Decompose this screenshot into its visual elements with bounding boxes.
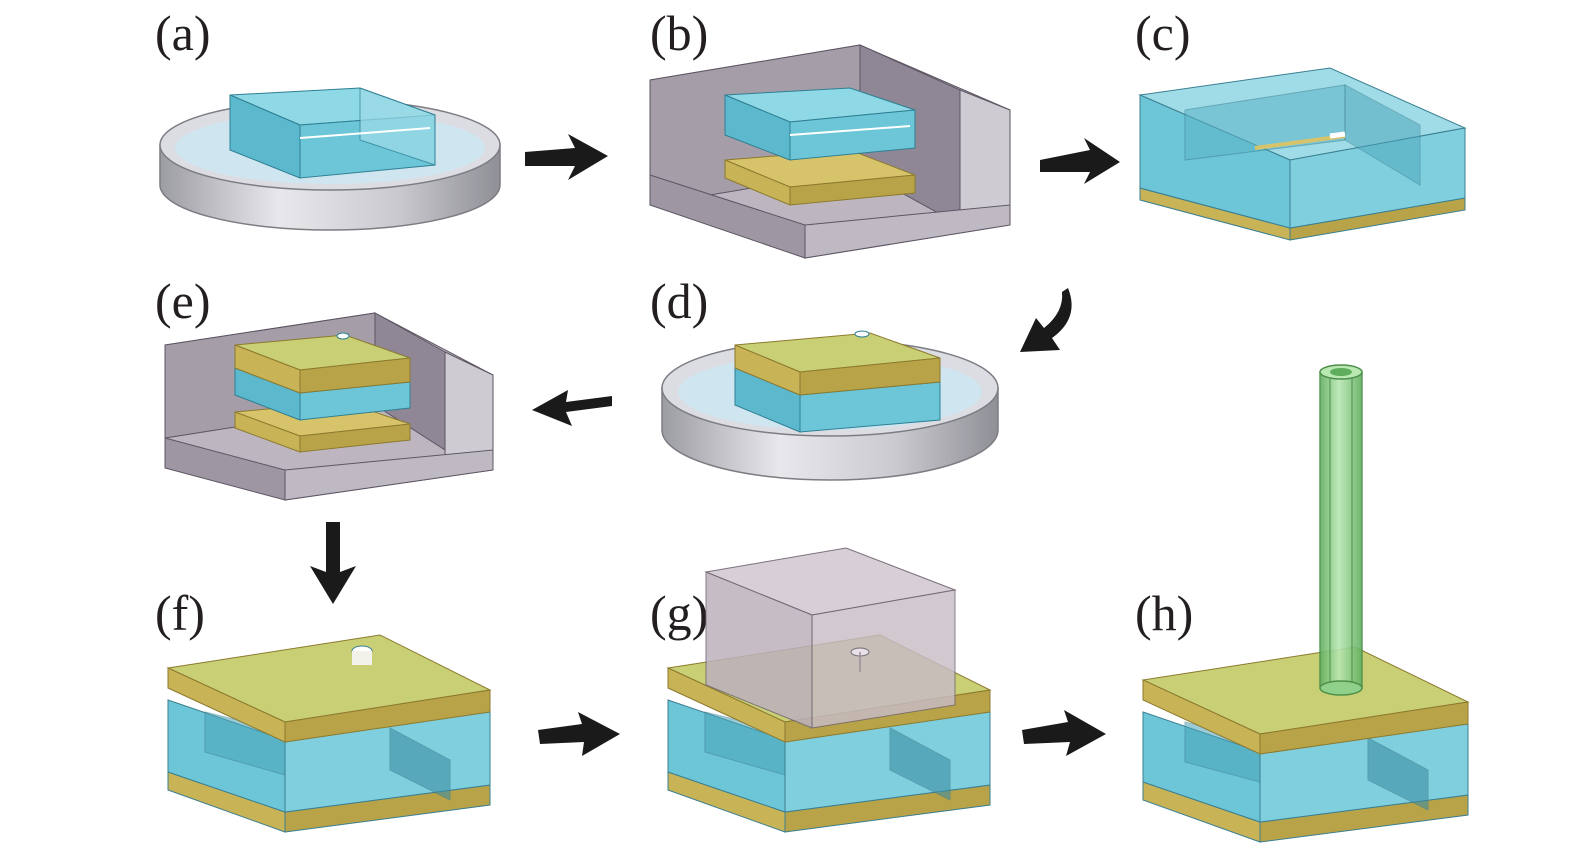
panel-label-f: (f) bbox=[155, 585, 205, 641]
panel-label-a: (a) bbox=[155, 5, 211, 61]
panel-e: (e) bbox=[155, 273, 494, 501]
panel-label-g: (g) bbox=[650, 585, 708, 641]
channel-layer-block bbox=[1138, 67, 1467, 241]
panel-b: (b) bbox=[649, 5, 1011, 259]
panel-label-e: (e) bbox=[155, 273, 211, 329]
panel-h: (h) bbox=[1135, 364, 1470, 843]
flow-arrow-icon bbox=[1040, 138, 1120, 184]
flow-arrow-icon bbox=[1022, 710, 1106, 756]
layered-block-d bbox=[734, 330, 941, 433]
panel-label-b: (b) bbox=[650, 5, 708, 61]
layered-block-e bbox=[234, 332, 411, 421]
panel-label-c: (c) bbox=[1135, 5, 1191, 61]
flow-arrow-icon bbox=[310, 522, 356, 604]
panel-a: (a) bbox=[155, 5, 501, 231]
panel-c: (c) bbox=[1135, 5, 1467, 241]
panel-label-d: (d) bbox=[650, 273, 708, 329]
bonded-chip-h bbox=[1141, 646, 1470, 843]
flow-arrow-icon bbox=[538, 712, 620, 756]
panel-d: (d) bbox=[650, 273, 999, 481]
channel-mold bbox=[229, 87, 436, 179]
channel-mold-b bbox=[724, 87, 916, 161]
base-layer bbox=[724, 149, 916, 206]
inlet-tube bbox=[1319, 364, 1363, 696]
panel-g: (g) bbox=[650, 547, 992, 833]
panel-label-h: (h) bbox=[1135, 585, 1193, 641]
weight-block bbox=[704, 547, 957, 729]
flow-arrow-icon bbox=[1020, 288, 1072, 352]
bonded-chip-f bbox=[166, 634, 492, 833]
flow-arrow-icon bbox=[525, 134, 608, 180]
flow-arrow-icon bbox=[532, 390, 612, 426]
panel-f: (f) bbox=[155, 585, 492, 833]
